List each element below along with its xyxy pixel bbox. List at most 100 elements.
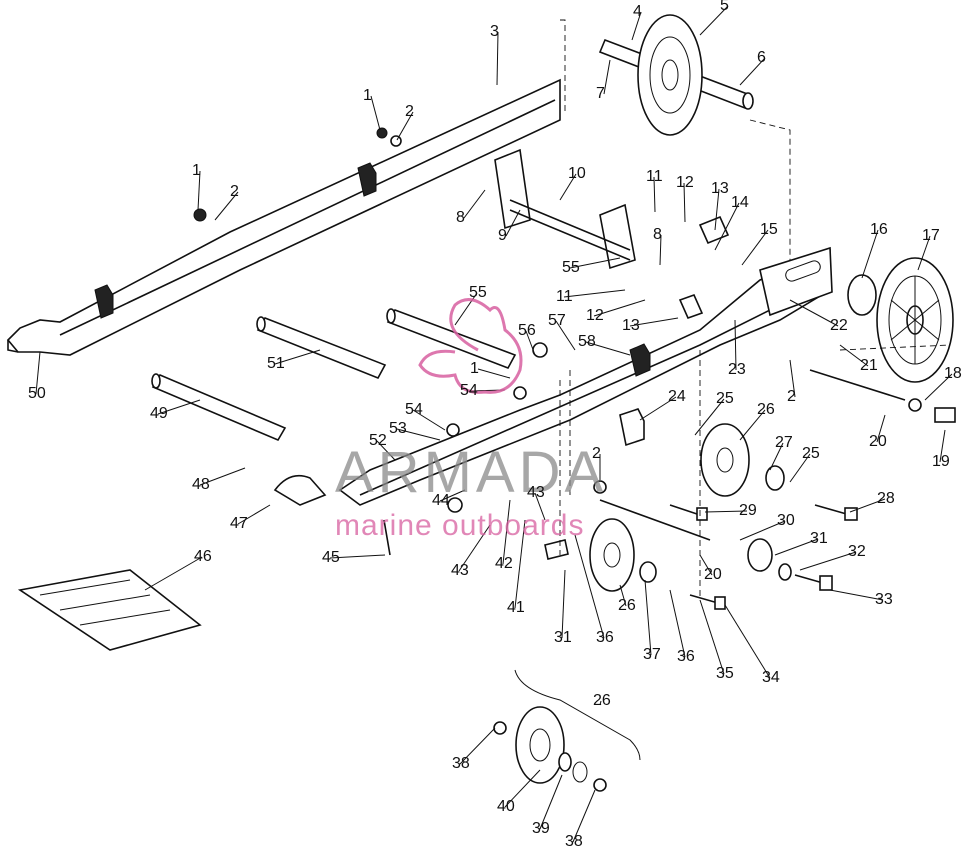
skid-plate-46 — [17, 569, 202, 651]
callout-label-2: 2 — [592, 445, 601, 462]
callout-label-14: 14 — [731, 194, 749, 211]
callout-leader-34 — [724, 604, 771, 679]
callout-leader-1 — [370, 95, 381, 131]
callout-leader-49 — [157, 399, 201, 415]
callout-leader-31 — [774, 538, 819, 556]
callout-label-21: 21 — [860, 357, 878, 374]
callout-label-35: 35 — [716, 665, 734, 682]
callout-leader-31 — [561, 569, 566, 639]
callout-leader-21 — [839, 344, 869, 367]
callout-label-32: 32 — [848, 543, 866, 560]
callout-leader-50 — [35, 351, 41, 395]
callout-leader-22 — [789, 299, 839, 327]
callout-leader-38 — [572, 789, 596, 843]
callout-label-18: 18 — [944, 365, 962, 382]
callout-label-39: 39 — [532, 820, 550, 837]
callout-label-38: 38 — [565, 833, 583, 846]
callout-label-47: 47 — [230, 515, 248, 532]
callout-leader-47 — [237, 504, 271, 525]
callout-leader-40 — [504, 769, 541, 808]
callout-label-53: 53 — [389, 420, 407, 437]
callout-label-55: 55 — [562, 259, 580, 276]
callout-leader-53 — [396, 428, 441, 441]
dashed-leaders — [559, 19, 951, 600]
callout-leader-19 — [939, 429, 946, 463]
callout-label-2: 2 — [405, 103, 414, 120]
rear-axle-wheel — [598, 14, 754, 136]
callout-leader-20 — [699, 554, 713, 576]
wheel-26-lower — [589, 518, 657, 592]
callout-label-37: 37 — [643, 646, 661, 663]
callout-label-29: 29 — [739, 502, 757, 519]
callout-label-25: 25 — [716, 390, 734, 407]
callout-label-51: 51 — [267, 355, 285, 372]
callout-leader-3 — [496, 31, 499, 86]
cross-shafts — [151, 308, 517, 442]
callout-label-30: 30 — [777, 512, 795, 529]
callout-leader-56 — [525, 330, 536, 356]
left-rail — [6, 78, 561, 356]
watermark-brand: ARMADA — [335, 440, 607, 505]
callout-leader-36 — [574, 534, 605, 639]
callout-leader-9 — [505, 209, 521, 237]
callout-leader-10 — [559, 173, 577, 201]
callout-label-33: 33 — [875, 591, 893, 608]
callout-label-12: 12 — [586, 307, 604, 324]
callout-leader-37 — [644, 579, 652, 656]
callout-leader-55 — [454, 292, 478, 326]
callout-label-22: 22 — [830, 317, 848, 334]
callout-leaders — [35, 5, 953, 843]
callout-leader-27 — [769, 442, 784, 471]
callout-leader-17 — [917, 235, 931, 271]
callout-leader-57 — [555, 320, 576, 351]
callout-leader-33 — [829, 589, 884, 601]
callout-leader-14 — [714, 202, 740, 251]
callout-leader-51 — [274, 349, 321, 365]
callout-label-31: 31 — [810, 530, 828, 547]
callout-label-2: 2 — [787, 388, 796, 405]
callout-label-23: 23 — [728, 361, 746, 378]
callout-leader-48 — [199, 467, 246, 486]
callout-label-13: 13 — [711, 180, 729, 197]
callout-leader-7 — [603, 59, 611, 95]
callout-leader-46 — [144, 556, 203, 591]
callout-label-57: 57 — [548, 312, 566, 329]
callout-leader-43 — [458, 524, 491, 572]
callout-leader-26 — [599, 700, 602, 706]
callout-leader-44 — [439, 489, 466, 502]
watermark-tagline: marine outboards — [335, 509, 584, 542]
callout-leader-38 — [459, 727, 496, 765]
callout-leader-36 — [669, 589, 686, 658]
callout-label-26: 26 — [618, 597, 636, 614]
callout-leader-55 — [569, 257, 621, 269]
callout-label-54: 54 — [460, 382, 478, 399]
callout-leader-13 — [629, 317, 679, 327]
callout-leader-12 — [683, 182, 686, 223]
callout-label-38: 38 — [452, 755, 470, 772]
callout-label-26: 26 — [593, 692, 611, 709]
callout-label-6: 6 — [757, 49, 766, 66]
callout-label-45: 45 — [322, 549, 340, 566]
callout-leader-8 — [463, 189, 486, 219]
watermark: ARMADA marine outboards — [335, 298, 607, 542]
callout-leader-2 — [214, 191, 239, 221]
callout-label-4: 4 — [633, 3, 642, 20]
callout-leader-29 — [704, 510, 748, 513]
callout-label-16: 16 — [870, 221, 888, 238]
callout-label-40: 40 — [497, 798, 515, 815]
callout-leader-2 — [396, 111, 414, 141]
callout-label-3: 3 — [490, 23, 499, 40]
callout-label-10: 10 — [568, 165, 586, 182]
callout-label-44: 44 — [432, 492, 450, 509]
callout-label-20: 20 — [869, 433, 887, 450]
callout-leader-42 — [502, 499, 511, 565]
callout-label-28: 28 — [877, 490, 895, 507]
callout-label-54: 54 — [405, 401, 423, 418]
idler-wheel-17 — [847, 257, 954, 383]
callout-label-49: 49 — [150, 405, 168, 422]
callout-leader-12 — [593, 299, 646, 317]
callout-leader-20 — [876, 414, 886, 443]
callout-label-20: 20 — [704, 566, 722, 583]
